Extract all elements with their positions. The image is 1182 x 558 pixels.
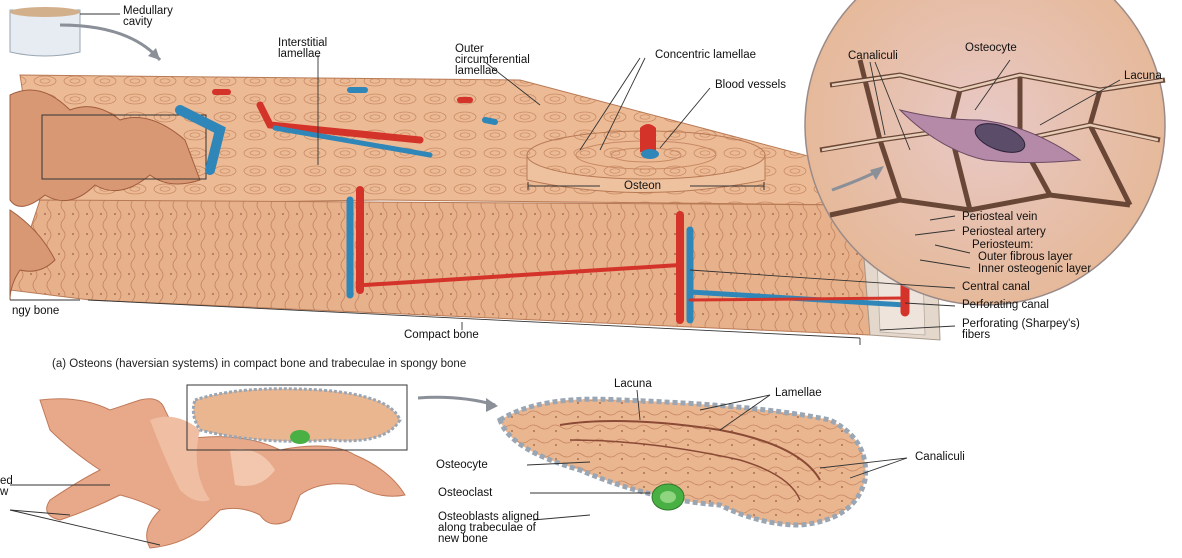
label-periosteal-artery: Periosteal artery — [962, 227, 1046, 238]
label-inner-osteogenic-layer: Inner osteogenic layer — [978, 264, 1091, 275]
label-concentric-lamellae: Concentric lamellae — [655, 50, 756, 61]
label-osteon: Osteon — [624, 181, 661, 192]
label-lacuna-bottom: Lacuna — [614, 379, 652, 390]
label-spongy-bone: ngy bone — [12, 306, 59, 317]
label-perforating-fibers: Perforating (Sharpey's) fibers — [962, 319, 1080, 341]
label-medullary-cavity: Medullary cavity — [123, 6, 173, 28]
label-perforating-canal: Perforating canal — [962, 300, 1049, 311]
label-canaliculi-bottom: Canaliculi — [915, 452, 965, 463]
bone-front-face — [10, 200, 870, 335]
label-osteoclast: Osteoclast — [438, 488, 492, 499]
label-left-cut: ed w — [0, 476, 13, 498]
large-trabecula — [500, 399, 866, 525]
label-outer-circumferential-lamellae: Outer circumferential lamellae — [455, 44, 530, 77]
label-central-canal: Central canal — [962, 282, 1030, 293]
label-osteocyte-top: Osteocyte — [965, 43, 1017, 54]
label-osteoblasts: Osteoblasts aligned along trabeculae of … — [438, 512, 539, 545]
label-periosteum: Periosteum: — [972, 240, 1033, 251]
figure-caption: (a) Osteons (haversian systems) in compa… — [52, 358, 466, 370]
small-trabecula — [193, 389, 400, 444]
label-lamellae: Lamellae — [775, 388, 822, 399]
label-blood-vessels: Blood vessels — [715, 80, 786, 91]
label-lacuna-top: Lacuna — [1124, 71, 1162, 82]
label-canaliculi-top: Canaliculi — [848, 51, 898, 62]
label-outer-fibrous-layer: Outer fibrous layer — [978, 252, 1073, 263]
label-osteocyte-bottom: Osteocyte — [436, 460, 488, 471]
label-periosteal-vein: Periosteal vein — [962, 212, 1037, 223]
label-interstitial-lamellae: Interstitial lamellae — [278, 38, 327, 60]
label-compact-bone: Compact bone — [404, 330, 479, 341]
